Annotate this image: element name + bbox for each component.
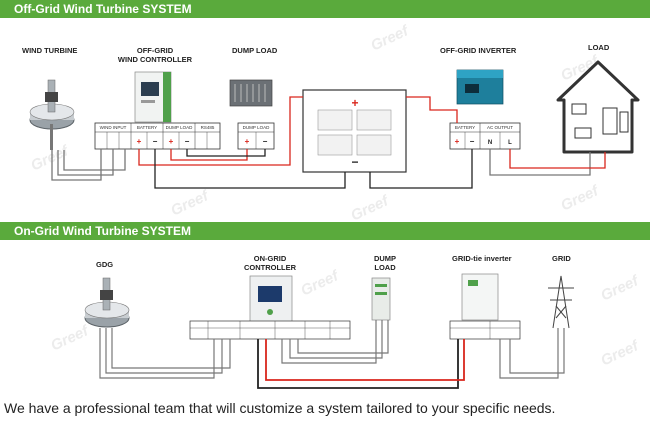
- caption: We have a professional team that will cu…: [4, 400, 556, 416]
- gdg-label: GDG: [96, 260, 114, 269]
- off-grid-title: Off-Grid Wind Turbine SYSTEM: [14, 2, 192, 16]
- svg-text:+: +: [245, 137, 250, 146]
- battery-plus-symbol: +: [351, 96, 358, 110]
- svg-text:+: +: [169, 137, 174, 146]
- on-grid-diagram: [84, 273, 574, 389]
- grid-tower-icon: [548, 275, 574, 329]
- load-label: LOAD: [588, 43, 610, 52]
- battery-bank: + −: [302, 89, 407, 173]
- load-house-icon: [556, 60, 640, 154]
- grid-tie-inverter-label: GRID-tie inverter: [452, 254, 512, 263]
- on-grid-banner: On-Grid Wind Turbine SYSTEM: [0, 222, 650, 240]
- offgrid-inverter-label: OFF-GRID INVERTER: [440, 46, 517, 55]
- svg-text:N: N: [488, 140, 492, 146]
- battery-minus-symbol: −: [351, 155, 358, 169]
- grid-label: GRID: [552, 254, 571, 263]
- svg-text:L: L: [508, 140, 512, 146]
- svg-text:−: −: [470, 137, 475, 146]
- offgrid-inverter-icon: [456, 69, 504, 105]
- offgrid-controller-icon: [134, 71, 172, 123]
- svg-text:−: −: [263, 137, 268, 146]
- ongrid-controller-icon: [249, 275, 293, 325]
- grid-tie-inverter-icon: [461, 273, 499, 321]
- svg-text:+: +: [137, 137, 142, 146]
- off-grid-banner: Off-Grid Wind Turbine SYSTEM: [0, 0, 650, 18]
- ongrid-wires: [99, 320, 565, 389]
- ongrid-dump-load-icon: [371, 277, 391, 321]
- dump-load-icon: [229, 79, 273, 107]
- off-grid-diagram: + − + − + − + − + − N L: [29, 60, 640, 189]
- svg-text:+: +: [455, 137, 460, 146]
- gdg-generator-icon: [84, 277, 130, 328]
- svg-text:−: −: [185, 137, 190, 146]
- offgrid-wires: [51, 96, 606, 189]
- dump-load-label: DUMP LOAD: [232, 46, 278, 55]
- on-grid-title: On-Grid Wind Turbine SYSTEM: [14, 224, 191, 238]
- wind-turbine-label: WIND TURBINE: [22, 46, 78, 55]
- svg-text:−: −: [153, 137, 158, 146]
- wind-turbine-icon: [29, 79, 75, 150]
